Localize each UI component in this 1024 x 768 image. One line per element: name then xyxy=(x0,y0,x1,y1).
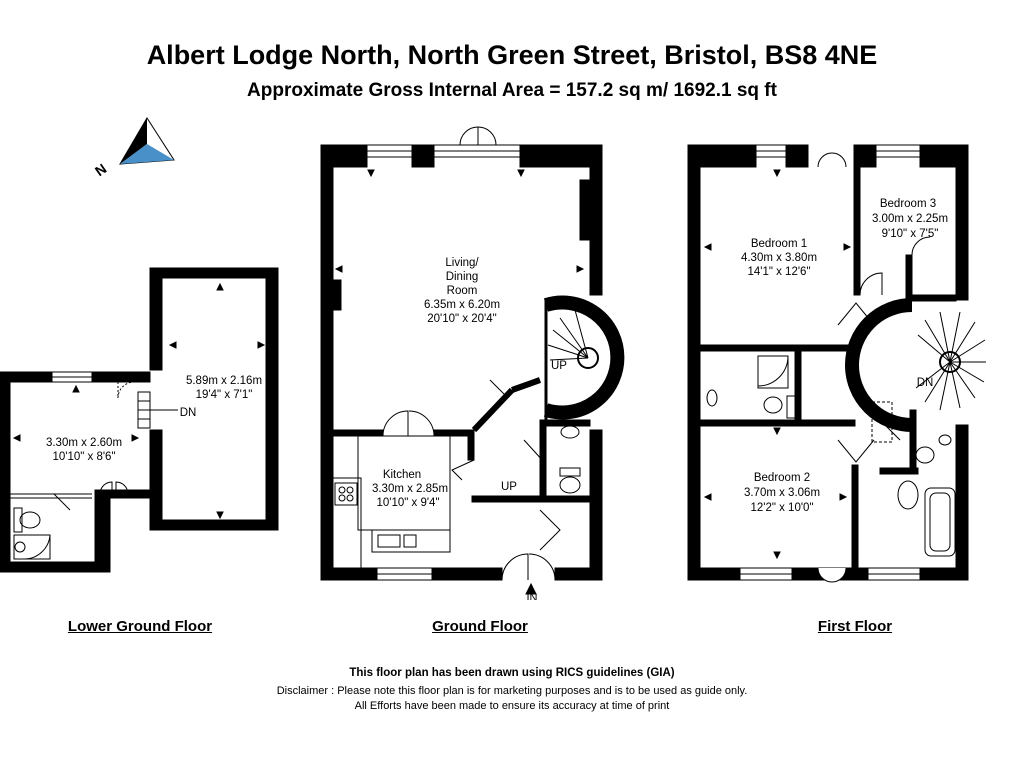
bedroom-3-name: Bedroom 3 xyxy=(880,198,936,210)
lower-ground-floor-label: Lower Ground Floor xyxy=(67,618,213,635)
lg-room-1-dim-imperial: 19'4" x 7'1" xyxy=(196,389,253,401)
disclaimer-line-2: All Efforts have been made to ensure its… xyxy=(354,700,670,712)
ground-stairs-up-label-1: UP xyxy=(551,360,567,372)
ground-stairs-up-label-2: UP xyxy=(501,481,517,493)
lg-room-2-dim-imperial: 10'10" x 8'6" xyxy=(52,451,115,463)
first-floor-plan xyxy=(687,144,986,583)
kitchen-dim-imperial: 10'10" x 9'4" xyxy=(376,497,439,509)
bedroom-1-dim-metric: 4.30m x 3.80m xyxy=(741,252,817,264)
living-room-name-line1: Living/ xyxy=(445,257,479,269)
bedroom-1-name: Bedroom 1 xyxy=(751,238,807,250)
kitchen-dim-metric: 3.30m x 2.85m xyxy=(372,483,448,495)
bedroom-2-name: Bedroom 2 xyxy=(754,472,810,484)
living-room-name-line3: Room xyxy=(447,285,478,297)
bedroom-1-dim-imperial: 14'1" x 12'6" xyxy=(747,266,810,278)
kitchen-name: Kitchen xyxy=(383,469,421,481)
lg-stairs-dn-label: DN xyxy=(180,407,197,419)
bedroom-2-dim-imperial: 12'2" x 10'0" xyxy=(750,502,813,514)
bedroom-2-dim-metric: 3.70m x 3.06m xyxy=(744,487,820,499)
lg-room-1-dim-metric: 5.89m x 2.16m xyxy=(186,375,262,387)
lg-room-2-dim-metric: 3.30m x 2.60m xyxy=(46,437,122,449)
floor-plan-drawing: 5.89m x 2.16m 19'4" x 7'1" 3.30m x 2.60m… xyxy=(0,126,986,600)
page-title: Albert Lodge North, North Green Street, … xyxy=(146,40,878,70)
ground-floor-plan xyxy=(320,126,625,595)
living-room-name-line2: Dining xyxy=(446,271,479,283)
living-room-dim-metric: 6.35m x 6.20m xyxy=(424,299,500,311)
gross-area-subtitle: Approximate Gross Internal Area = 157.2 … xyxy=(247,80,777,101)
first-floor-label: First Floor xyxy=(817,618,893,635)
disclaimer-line-1: Disclaimer : Please note this floor plan… xyxy=(276,685,748,697)
lower-ground-floor-plan xyxy=(0,267,279,573)
bedroom-3-dim-imperial: 9'10" x 7'5" xyxy=(882,228,939,240)
first-stairs-dn-label: DN xyxy=(917,377,934,389)
bedroom-3-dim-metric: 3.00m x 2.25m xyxy=(872,213,948,225)
entrance-label: IN xyxy=(527,592,538,600)
rics-note: This floor plan has been drawn using RIC… xyxy=(349,667,675,679)
ground-floor-label: Ground Floor xyxy=(432,618,528,635)
north-arrow-icon: N xyxy=(92,117,175,179)
living-room-dim-imperial: 20'10" x 20'4" xyxy=(427,313,496,325)
